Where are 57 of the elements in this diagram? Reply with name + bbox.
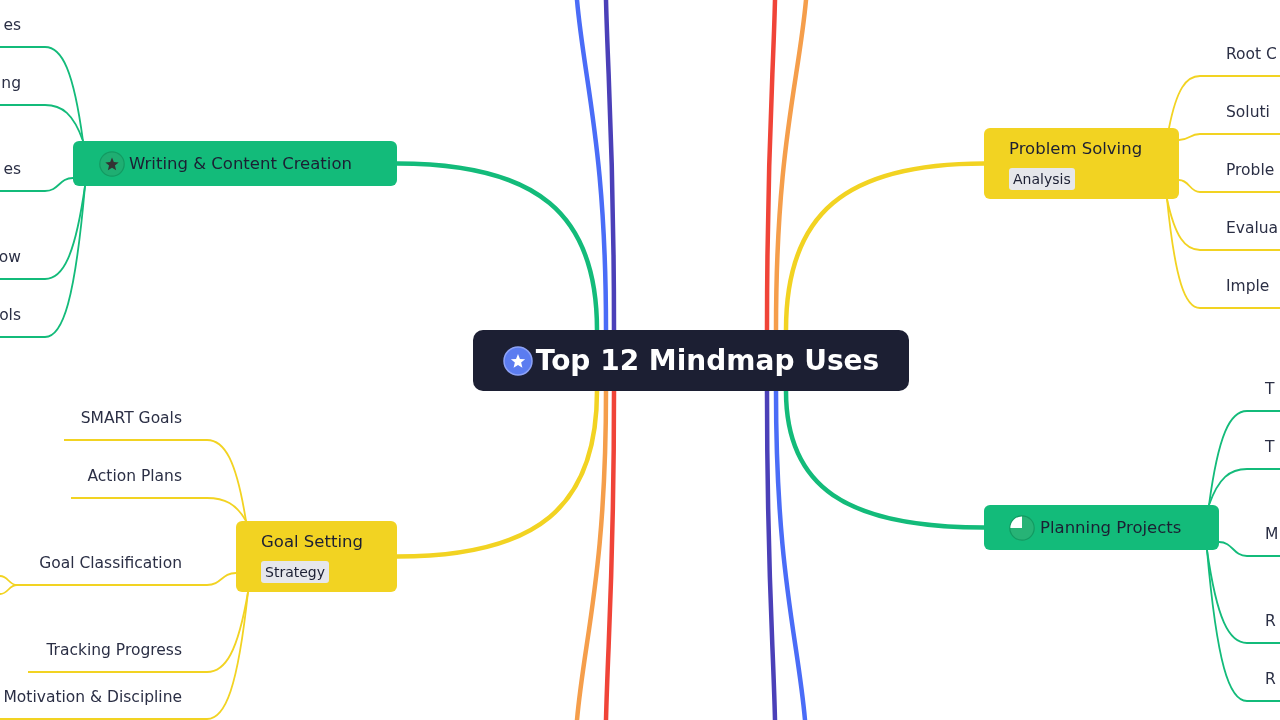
subtopic-label: Root C [1226,44,1277,64]
branch-connector [574,0,609,333]
branch-connector [44,104,84,142]
branch-connector [206,591,249,720]
branch-topic [73,141,397,186]
branch-connector [1168,75,1201,129]
subtopic-label: T [1265,437,1275,457]
branch-topic [984,128,1179,199]
branch-connector [764,0,778,333]
branch-connector [206,497,247,522]
branch-connector [206,572,237,586]
subtopic-label: T [1265,379,1275,399]
topic-label: Writing & Content Creation [129,152,352,175]
category-tag: Analysis [1009,167,1075,190]
topic-label: Planning Projects [1040,516,1182,539]
subtopic-label: Soluti [1226,102,1270,122]
branch-connector [44,177,74,192]
subtopic-label: R [1265,669,1276,689]
branch-connector [44,185,86,338]
branch-connector [764,388,778,720]
branch-connector [1208,468,1248,506]
subtopic-label: es [3,15,21,35]
branch-connector [1178,179,1201,193]
branch-topic [236,521,397,592]
branch-topic [984,505,1219,550]
branch-connector [0,584,18,595]
central-topic [473,330,909,391]
subtopic-label: Evalua [1226,218,1279,238]
branch-connector [773,0,809,333]
branch-connector [1206,549,1248,702]
category-tag: Strategy [261,560,329,583]
subtopic-label: M [1265,524,1279,544]
branch-connector [1208,410,1248,506]
subtopic-label: ols [0,305,21,325]
subtopic-label: ng [1,73,21,93]
branch-connector [206,439,247,522]
topic-title: Top 12 Mindmap Uses [535,342,880,379]
subtopic-label: es [3,159,21,179]
branch-connector [603,0,617,333]
subtopic-label: Tracking Progress [46,640,182,660]
subtopic-label: Proble [1226,160,1275,180]
branch-connector [44,46,84,142]
subtopic-label: ow [0,247,21,267]
subtopic-label: Imple [1226,276,1270,296]
branch-connector [603,388,617,720]
branch-connector [1166,198,1201,309]
topic-label: Goal Setting [261,530,363,553]
subtopic-label: R [1265,611,1276,631]
subtopic-label: Motivation & Discipline [3,687,182,707]
branch-connector [574,388,609,720]
branch-connector [1218,541,1248,557]
branch-connector [1178,133,1201,141]
subtopic-label: Goal Classification [39,553,182,573]
subtopic-label: Action Plans [87,466,182,486]
branch-connector [773,388,808,720]
subtopic-label: SMART Goals [80,408,182,428]
topic-label: Problem Solving [1009,137,1143,160]
